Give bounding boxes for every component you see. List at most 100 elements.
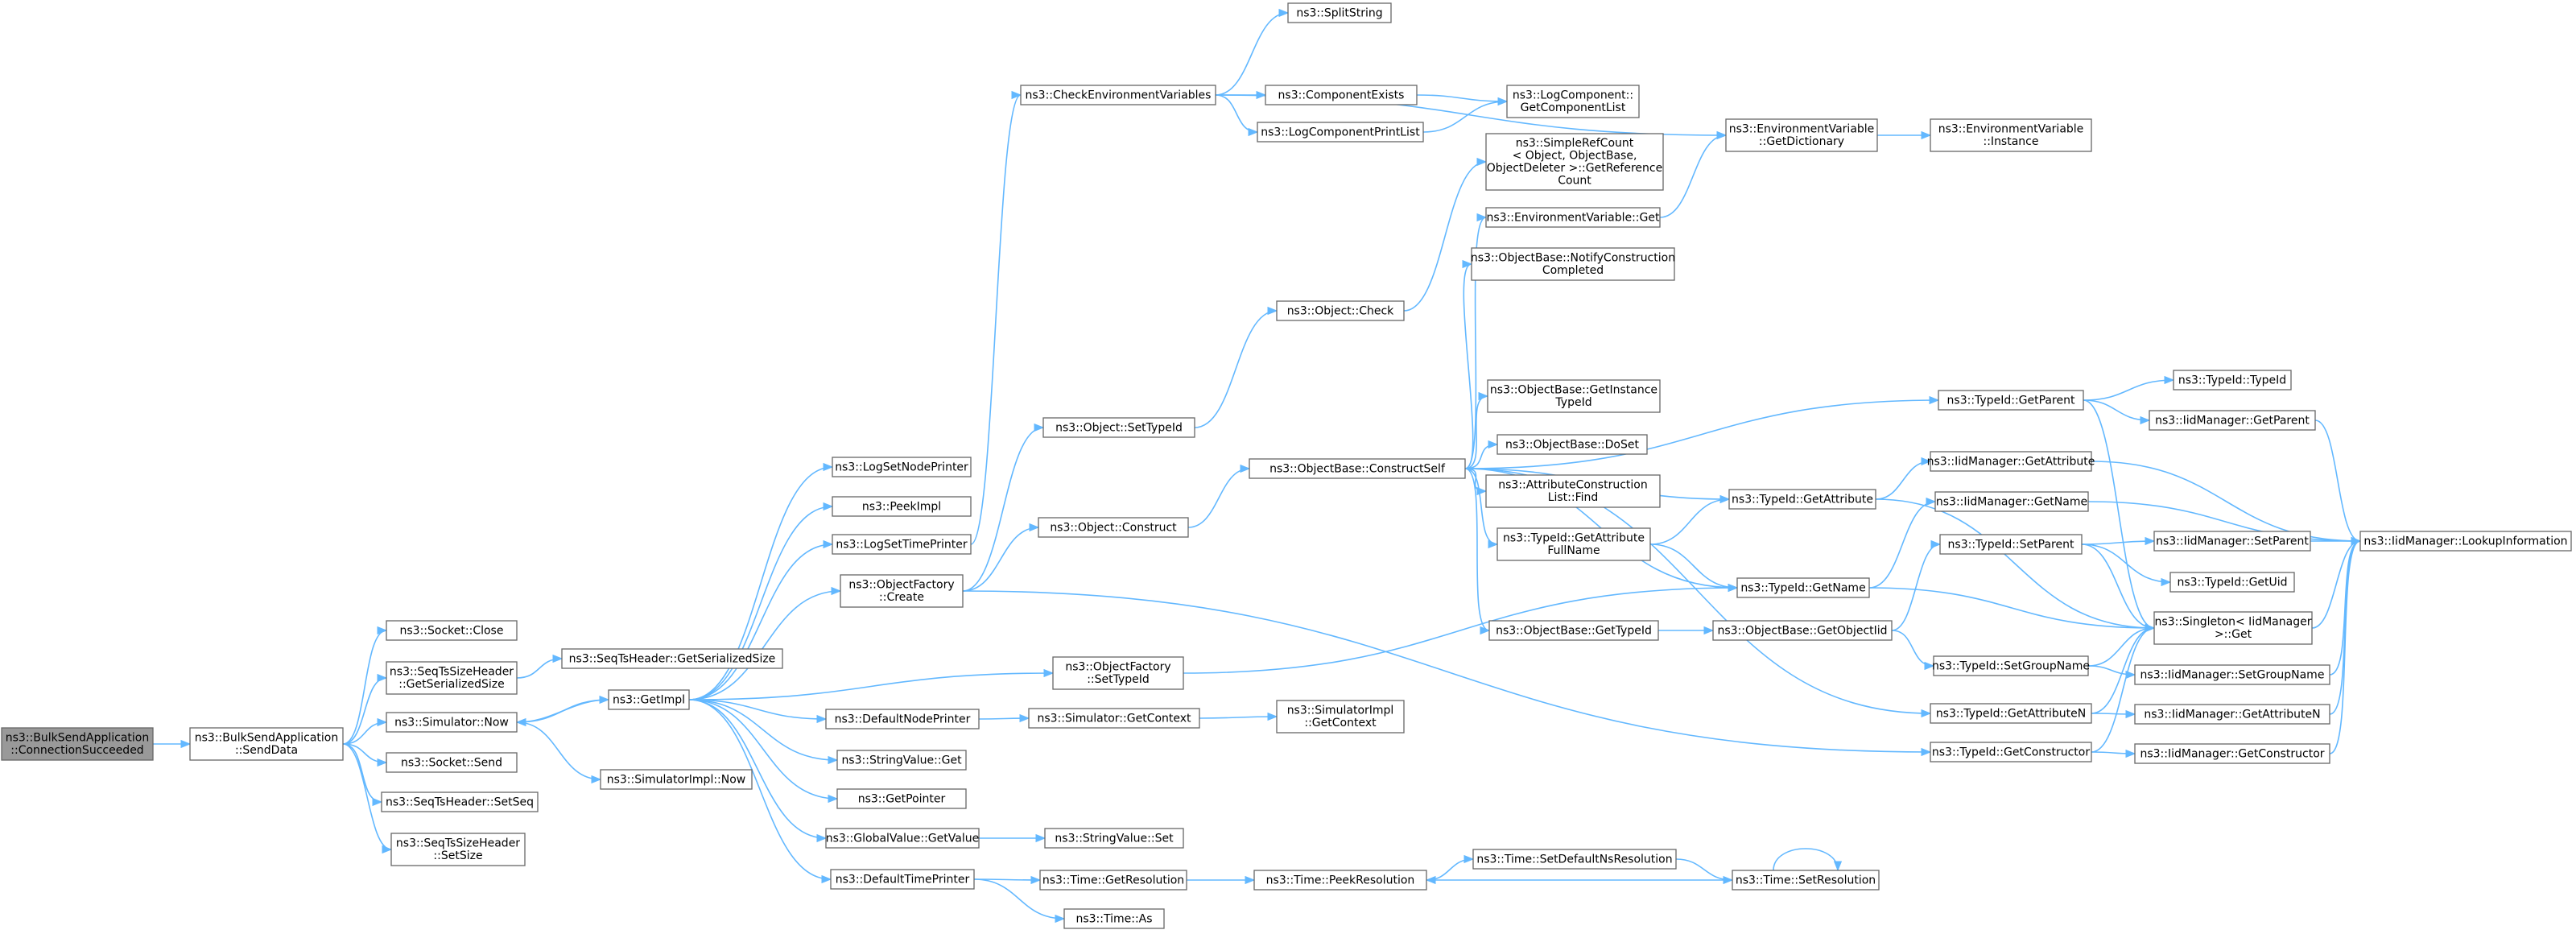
node-seqts_getser[interactable]: ns3::SeqTsSizeHeader::GetSerializedSize — [386, 661, 518, 695]
node-typeid_getattributen[interactable]: ns3::TypeId::GetAttributeN — [1930, 703, 2092, 724]
node-object_construct[interactable]: ns3::Object::Construct — [1038, 517, 1189, 538]
node-logsetnodeprinter[interactable]: ns3::LogSetNodePrinter — [832, 457, 972, 477]
node-iid_setgroupname[interactable]: ns3::IidManager::SetGroupName — [2134, 664, 2330, 685]
node-box — [836, 788, 967, 809]
node-socket_close[interactable]: ns3::Socket::Close — [386, 620, 518, 641]
node-singleton_get[interactable]: ns3::Singleton< IidManager>::Get — [2153, 611, 2313, 645]
node-iid_getattributen[interactable]: ns3::IidManager::GetAttributeN — [2134, 704, 2330, 725]
node-label: ns3::LogComponent:: — [1513, 89, 1633, 102]
node-objfactory_settypeid[interactable]: ns3::ObjectFactory::SetTypeId — [1052, 656, 1184, 690]
node-typeid_getconstructor[interactable]: ns3::TypeId::GetConstructor — [1930, 742, 2092, 762]
node-iid_lookupinfo[interactable]: ns3::IidManager::LookupInformation — [2359, 531, 2572, 552]
edge-singleton_get-to-iid_lookupinfo — [2311, 536, 2362, 629]
edge-sim_getcontext-to-simimpl_getcontext — [1199, 712, 1278, 721]
node-label: ns3::IidManager::GetName — [1936, 495, 2087, 508]
node-logcomp_getlist[interactable]: ns3::LogComponent::GetComponentList — [1506, 85, 1640, 118]
node-dosset[interactable]: ns3::ObjectBase::DoSet — [1496, 434, 1648, 455]
node-typeid_getparent[interactable]: ns3::TypeId::GetParent — [1938, 390, 2084, 411]
node-objfactory_create[interactable]: ns3::ObjectFactory::Create — [840, 574, 964, 608]
node-socket_send[interactable]: ns3::Socket::Send — [386, 752, 518, 773]
node-simimpl_getcontext[interactable]: ns3::SimulatorImpl::GetContext — [1276, 700, 1405, 734]
node-typeid_getattribute[interactable]: ns3::TypeId::GetAttribute — [1728, 489, 1876, 510]
node-time_setdefaultns[interactable]: ns3::Time::SetDefaultNsResolution — [1472, 849, 1677, 870]
node-iid_getconstructor[interactable]: ns3::IidManager::GetConstructor — [2134, 743, 2330, 764]
node-label: ns3::IidManager::GetAttribute — [1927, 455, 2095, 468]
node-label: ns3::AttributeConstruction — [1498, 479, 1647, 492]
node-getpointer[interactable]: ns3::GetPointer — [836, 788, 967, 809]
edge-typeid_getattributen-to-singleton_get — [2091, 623, 2156, 714]
node-seqts_setseq[interactable]: ns3::SeqTsHeader::SetSeq — [381, 791, 539, 812]
node-objbase_gettypeid[interactable]: ns3::ObjectBase::GetTypeId — [1488, 620, 1659, 641]
node-label: Completed — [1542, 264, 1604, 277]
edge-typeid_getparent-to-typeid_typeid — [2083, 375, 2175, 401]
edge-time_peekresolution-to-time_setdefaultns — [1426, 854, 1475, 881]
node-box — [386, 712, 518, 733]
node-label: ns3::Time::As — [1075, 912, 1152, 925]
node-constructself[interactable]: ns3::ObjectBase::ConstructSelf — [1249, 458, 1466, 479]
node-defaultnodeprinter[interactable]: ns3::DefaultNodePrinter — [825, 709, 980, 729]
node-envvar_getdict[interactable]: ns3::EnvironmentVariable::GetDictionary — [1725, 118, 1878, 152]
node-checkenv[interactable]: ns3::CheckEnvironmentVariables — [1020, 85, 1216, 105]
node-iid_getparent[interactable]: ns3::IidManager::GetParent — [2149, 410, 2316, 431]
node-sim_getcontext[interactable]: ns3::Simulator::GetContext — [1028, 708, 1200, 729]
edge-getimpl-to-defaultnodeprinter — [688, 699, 828, 724]
node-seqtsh_getser[interactable]: ns3::SeqTsHeader::GetSerializedSize — [561, 648, 783, 669]
node-box — [1934, 491, 2089, 512]
node-box — [1485, 133, 1664, 191]
node-box — [1736, 577, 1870, 598]
node-iid_getattribute[interactable]: ns3::IidManager::GetAttribute — [1927, 451, 2095, 472]
node-typeid_setparent[interactable]: ns3::TypeId::SetParent — [1939, 534, 2083, 555]
edge-constructself-to-dosset — [1464, 440, 1499, 469]
node-logcomponentprintlist[interactable]: ns3::LogComponentPrintList — [1257, 122, 1424, 143]
node-componentexists[interactable]: ns3::ComponentExists — [1265, 85, 1418, 105]
edge-objbase_getobjectiid-to-typeid_setparent — [1891, 539, 1942, 631]
edge-typeid_getname-to-iid_getname — [1868, 497, 1937, 589]
edge-defaulttimeprinter-to-time_as — [973, 878, 1066, 924]
node-sim_now[interactable]: ns3::Simulator::Now — [386, 712, 518, 733]
node-iid_setparent[interactable]: ns3::IidManager::SetParent — [2153, 531, 2311, 552]
node-iid_getname[interactable]: ns3::IidManager::GetName — [1934, 491, 2089, 512]
node-label: ns3::Object::Check — [1287, 304, 1394, 317]
node-globalvalue_getvalue[interactable]: ns3::GlobalValue::GetValue — [825, 828, 980, 849]
node-box — [1265, 85, 1418, 105]
node-time_getresolution[interactable]: ns3::Time::GetResolution — [1039, 870, 1187, 891]
node-envvar_get[interactable]: ns3::EnvironmentVariable::Get — [1485, 207, 1661, 228]
node-logsettimeprinter[interactable]: ns3::LogSetTimePrinter — [832, 534, 972, 555]
node-simimpl_now[interactable]: ns3::SimulatorImpl::Now — [600, 769, 753, 790]
node-simplerefcount[interactable]: ns3::SimpleRefCount< Object, ObjectBase,… — [1485, 133, 1664, 191]
node-stringvalue_set[interactable]: ns3::StringValue::Set — [1044, 828, 1184, 849]
node-envvar_instance[interactable]: ns3::EnvironmentVariable::Instance — [1930, 118, 2092, 152]
node-stringvalue_get[interactable]: ns3::StringValue::Get — [836, 750, 967, 771]
node-time_as[interactable]: ns3::Time::As — [1063, 908, 1165, 929]
node-typeid_getuid[interactable]: ns3::TypeId::GetUid — [2169, 572, 2295, 593]
node-box — [2134, 704, 2330, 725]
node-object_settypeid[interactable]: ns3::Object::SetTypeId — [1042, 417, 1195, 438]
node-typeid_setgroupname[interactable]: ns3::TypeId::SetGroupName — [1932, 655, 2090, 676]
node-seqts_setsize[interactable]: ns3::SeqTsSizeHeader::SetSize — [390, 833, 526, 866]
node-root[interactable]: ns3::BulkSendApplication::ConnectionSucc… — [1, 727, 154, 761]
node-typeid_getname[interactable]: ns3::TypeId::GetName — [1736, 577, 1870, 598]
node-time_setresolution[interactable]: ns3::Time::SetResolution — [1732, 870, 1880, 891]
node-objbase_getobjectiid[interactable]: ns3::ObjectBase::GetObjectIid — [1712, 620, 1893, 641]
node-label: ns3::StringValue::Set — [1055, 832, 1174, 845]
node-peekimpl[interactable]: ns3::PeekImpl — [832, 496, 972, 517]
node-senddata[interactable]: ns3::BulkSendApplication::SendData — [189, 727, 344, 761]
node-object_check[interactable]: ns3::Object::Check — [1276, 300, 1405, 321]
node-defaulttimeprinter[interactable]: ns3::DefaultTimePrinter — [830, 869, 975, 890]
node-notifyconstruction[interactable]: ns3::ObjectBase::NotifyConstructionCompl… — [1471, 247, 1675, 281]
node-splitstring[interactable]: ns3::SplitString — [1287, 2, 1392, 23]
node-label: ::Instance — [1984, 135, 2039, 148]
node-getimpl[interactable]: ns3::GetImpl — [608, 689, 690, 710]
edge-time_setresolution-to-time_setresolution — [1773, 848, 1843, 872]
edge-typeid_getname-to-singleton_get — [1868, 587, 2156, 633]
node-label: ::SetSize — [433, 849, 482, 862]
node-label: ObjectDeleter >::GetReference — [1487, 162, 1662, 175]
node-label: ns3::ObjectBase::GetObjectIid — [1717, 624, 1887, 637]
node-box — [1472, 849, 1677, 870]
node-typeid_typeid[interactable]: ns3::TypeId::TypeId — [2173, 370, 2292, 391]
node-box — [2359, 531, 2572, 552]
node-time_peekresolution[interactable]: ns3::Time::PeekResolution — [1253, 870, 1427, 891]
